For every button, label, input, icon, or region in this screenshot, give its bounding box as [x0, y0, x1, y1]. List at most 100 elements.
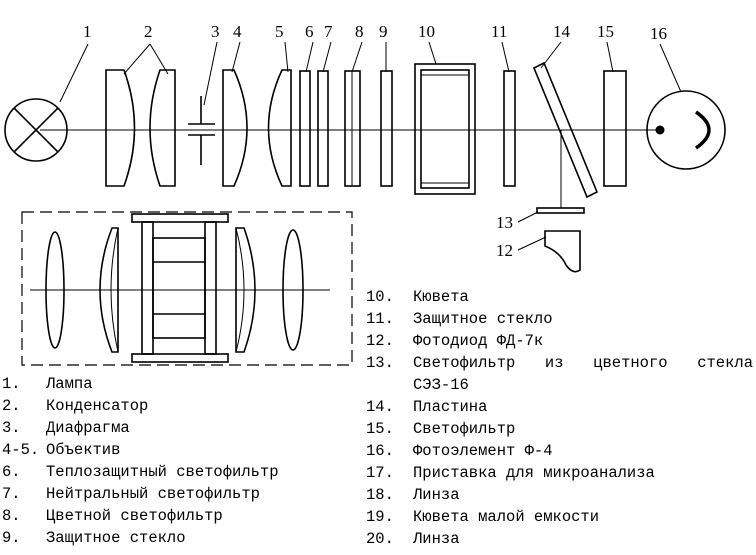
callout-4: 4: [233, 22, 242, 41]
legend-item: 11. Защитное стекло: [366, 308, 754, 330]
legend-item: 7. Нейтральный светофильтр: [2, 483, 352, 505]
legend-number: 11.: [366, 310, 394, 328]
legend-text: Нейтральный светофильтр: [46, 485, 260, 503]
legend-item: 18. Линза: [366, 484, 754, 506]
legend-right: 10. Кювета 11. Защитное стекло 12. Фотодиод…: [366, 286, 754, 550]
cuvette: [414, 63, 476, 195]
legend-text: Светофильтр из цветного стекла СЭЗ-16: [413, 354, 753, 394]
callout-15: 15: [597, 22, 614, 41]
callout-7: 7: [324, 22, 333, 41]
splitter-plate: [532, 61, 599, 199]
legend-text: Объектив: [46, 441, 121, 459]
callout-5: 5: [275, 22, 284, 41]
photodiode: [544, 230, 581, 273]
inset-lens-20: [282, 229, 304, 351]
legend-item: 17. Приставка для микроанализа: [366, 462, 754, 484]
photocell: [646, 90, 726, 170]
legend-item: 13. Светофильтр из цветного стекла СЭЗ-16: [366, 352, 754, 396]
legend-number: 2.: [2, 397, 21, 415]
callout-numbers: 1 2 3 4 5 6 7 8 9 10 11 14 15 16 13 12: [83, 22, 667, 260]
legend-item: 14. Пластина: [366, 396, 754, 418]
callout-11: 11: [491, 22, 507, 41]
legend-number: 8.: [2, 507, 21, 525]
protective-glass-2: [503, 70, 516, 187]
legend-left: 1. Лампа 2. Конденсатор 3. Диафрагма 4-5. Об…: [2, 373, 352, 549]
leader-lines: [59, 41, 682, 251]
condenser-lenses: [105, 69, 176, 187]
diaphragm: [188, 96, 215, 165]
legend-number: 14.: [366, 398, 394, 416]
callout-13: 13: [496, 213, 513, 232]
callout-6: 6: [305, 22, 314, 41]
callout-2: 2: [144, 22, 153, 41]
legend-number: 18.: [366, 486, 394, 504]
callout-12: 12: [496, 241, 513, 260]
inset-small-cuvette: [131, 213, 229, 363]
legend-text: Пластина: [413, 398, 488, 416]
legend-item: 15. Светофильтр: [366, 418, 754, 440]
inset-lens-group-left: [99, 227, 119, 353]
legend-number: 1.: [2, 375, 21, 393]
legend-text: Защитное стекло: [46, 529, 186, 547]
legend-number: 12.: [366, 332, 394, 350]
inset-lens-18: [45, 231, 65, 349]
legend-item: 4-5. Объектив: [2, 439, 352, 461]
legend-item: 6. Теплозащитный светофильтр: [2, 461, 352, 483]
callout-10: 10: [418, 22, 435, 41]
objective-lens-rear: [267, 69, 292, 187]
legend-text: Конденсатор: [46, 397, 149, 415]
heat-filter: [299, 70, 311, 187]
legend-number: 19.: [366, 508, 394, 526]
lamp: [4, 98, 68, 162]
color-filter: [344, 70, 361, 187]
legend-item: 12. Фотодиод ФД-7к: [366, 330, 754, 352]
legend-number: 20.: [366, 530, 394, 548]
legend-number: 17.: [366, 464, 394, 482]
legend-text: Линза: [413, 486, 460, 504]
callout-1: 1: [83, 22, 92, 41]
legend-item: 2. Конденсатор: [2, 395, 352, 417]
legend-text: Лампа: [46, 375, 93, 393]
microanalysis-attachment-frame: [21, 211, 353, 366]
legend-text: Защитное стекло: [413, 310, 553, 328]
legend-item: 9. Защитное стекло: [2, 527, 352, 549]
legend-item: 10. Кювета: [366, 286, 754, 308]
legend-number: 7.: [2, 485, 21, 503]
legend-number: 4-5.: [2, 441, 40, 459]
callout-9: 9: [379, 22, 388, 41]
legend-item: 1. Лампа: [2, 373, 352, 395]
protective-glass: [380, 70, 393, 187]
legend-text: Приставка для микроанализа: [413, 464, 655, 482]
objective-lens-front: [222, 69, 248, 187]
legend-text: Фотодиод ФД-7к: [413, 332, 544, 350]
color-glass-filter: [536, 207, 585, 214]
legend-item: 20. Линза: [366, 528, 754, 550]
legend-text: Линза: [413, 530, 460, 548]
legend-text: Светофильтр: [413, 420, 516, 438]
legend-item: 19. Кювета малой емкости: [366, 506, 754, 528]
filter: [603, 70, 627, 187]
legend-number: 15.: [366, 420, 394, 438]
inset-lens-group-right: [235, 227, 256, 353]
legend-item: 16. Фотоэлемент Ф-4: [366, 440, 754, 462]
legend-text: Теплозащитный светофильтр: [46, 463, 279, 481]
callout-8: 8: [355, 22, 364, 41]
legend-number: 16.: [366, 442, 394, 460]
legend-number: 9.: [2, 529, 21, 547]
neutral-filter: [317, 70, 329, 187]
legend-text: Кювета малой емкости: [413, 508, 600, 526]
legend-item: 8. Цветной светофильтр: [2, 505, 352, 527]
callout-14: 14: [553, 22, 571, 41]
callout-3: 3: [211, 22, 220, 41]
legend-number: 10.: [366, 288, 394, 306]
legend-item: 3. Диафрагма: [2, 417, 352, 439]
legend-text: Кювета: [413, 288, 469, 306]
callout-16: 16: [650, 24, 667, 43]
legend-number: 13.: [366, 354, 394, 372]
legend-text: Диафрагма: [46, 419, 130, 437]
legend-text: Фотоэлемент Ф-4: [413, 442, 553, 460]
legend-text: Цветной светофильтр: [46, 507, 223, 525]
legend-number: 3.: [2, 419, 21, 437]
legend-number: 6.: [2, 463, 21, 481]
